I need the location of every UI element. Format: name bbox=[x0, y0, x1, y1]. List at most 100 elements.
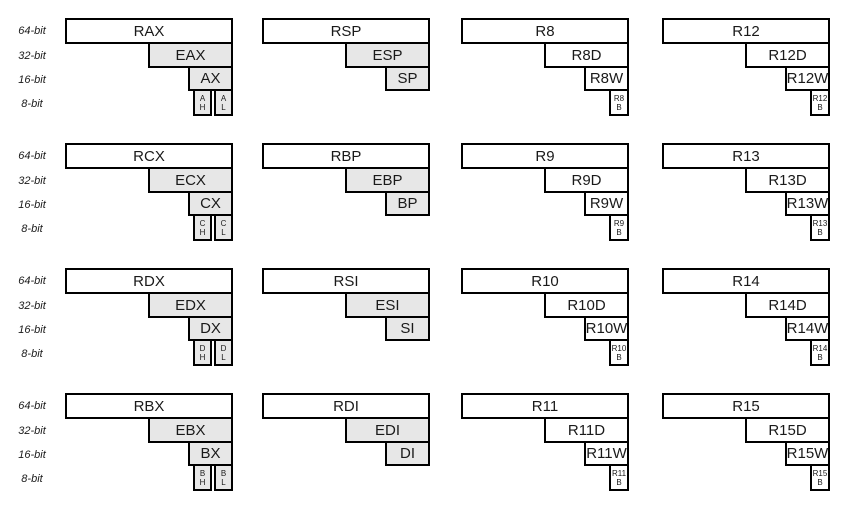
register-box-64bit: R12 bbox=[662, 18, 830, 44]
bit-width-label: 8-bit bbox=[21, 472, 43, 485]
register-box-32bit: R11D bbox=[544, 417, 629, 443]
register-box-16bit: R9W bbox=[584, 191, 629, 216]
register-name: AX bbox=[200, 70, 221, 87]
register-box-16bit: SP bbox=[385, 66, 430, 91]
register-name: DX bbox=[200, 320, 221, 337]
register-name: BP bbox=[397, 195, 418, 212]
register-name-line: H bbox=[199, 102, 206, 112]
register-name-line: B bbox=[817, 227, 823, 237]
register-name: EBX bbox=[175, 421, 206, 439]
register-box-32bit: ESI bbox=[345, 292, 430, 318]
register-name-line: H bbox=[199, 477, 206, 487]
register-name: RSI bbox=[333, 272, 359, 290]
bit-width-label: 8-bit bbox=[21, 347, 43, 360]
register-box-16bit: SI bbox=[385, 316, 430, 341]
register-name: R8 bbox=[535, 22, 555, 40]
register-box-16bit: R12W bbox=[785, 66, 830, 91]
bit-width-label: 32-bit bbox=[18, 425, 46, 437]
register-box-32bit: EAX bbox=[148, 42, 233, 68]
register-box-16bit: R15W bbox=[785, 441, 830, 466]
register-box-64bit: RDI bbox=[262, 393, 430, 419]
register-name: SI bbox=[400, 320, 415, 337]
register-name: R15W bbox=[786, 445, 829, 462]
register-name: R9D bbox=[571, 171, 602, 189]
register-name: RSP bbox=[330, 22, 362, 40]
register-name-line: A bbox=[220, 93, 227, 103]
register-box-16bit: DX bbox=[188, 316, 233, 341]
register-box-16bit: R13W bbox=[785, 191, 830, 216]
bit-width-label: 8-bit bbox=[21, 97, 43, 110]
register-name-line: D bbox=[220, 343, 227, 353]
register-name: R12W bbox=[786, 70, 829, 87]
bit-width-label: 32-bit bbox=[18, 50, 46, 62]
register-box-64bit: R8 bbox=[461, 18, 629, 44]
register-box-32bit: EDX bbox=[148, 292, 233, 318]
register-name-line: R11 bbox=[611, 468, 627, 478]
register-name: R12D bbox=[768, 46, 807, 64]
register-name-line: R12 bbox=[812, 93, 828, 103]
register-box-32bit: R8D bbox=[544, 42, 629, 68]
register-name-line: B bbox=[616, 352, 622, 362]
register-name: R15 bbox=[732, 397, 760, 415]
register-box-32bit: EDI bbox=[345, 417, 430, 443]
register-name-line: D bbox=[199, 343, 206, 353]
register-name-line: R14 bbox=[812, 343, 828, 353]
register-block-rsi: RSI ESI SI bbox=[262, 268, 430, 341]
register-box-64bit: R13 bbox=[662, 143, 830, 169]
register-name: R10W bbox=[585, 320, 628, 337]
register-name: RDI bbox=[333, 397, 359, 415]
register-box-64bit: RCX bbox=[65, 143, 233, 169]
register-name-line: B bbox=[616, 477, 622, 487]
bit-width-label: 16-bit bbox=[18, 198, 46, 211]
register-box-16bit: BP bbox=[385, 191, 430, 216]
register-name: RBP bbox=[330, 147, 362, 165]
register-name-line: A bbox=[199, 93, 206, 103]
register-name: R10D bbox=[567, 296, 606, 314]
register-name-line: R15 bbox=[812, 468, 828, 478]
register-box-64bit: RDX bbox=[65, 268, 233, 294]
register-name: R13W bbox=[786, 195, 829, 212]
register-name-line: H bbox=[199, 227, 206, 237]
register-box-64bit: R15 bbox=[662, 393, 830, 419]
register-name-line: B bbox=[616, 227, 622, 237]
register-name-line: L bbox=[221, 227, 226, 237]
register-box-32bit: R15D bbox=[745, 417, 830, 443]
register-name: R15D bbox=[768, 421, 807, 439]
register-box-16bit: R14W bbox=[785, 316, 830, 341]
register-box-32bit: ESP bbox=[345, 42, 430, 68]
register-block-rbp: RBP EBP BP bbox=[262, 143, 430, 216]
register-name: R9 bbox=[535, 147, 555, 165]
register-box-16bit: R8W bbox=[584, 66, 629, 91]
register-box-32bit: R13D bbox=[745, 167, 830, 193]
register-name: R12 bbox=[732, 22, 760, 40]
register-box-64bit: RSP bbox=[262, 18, 430, 44]
register-box-64bit: RBP bbox=[262, 143, 430, 169]
register-box-32bit: EBP bbox=[345, 167, 430, 193]
register-name: R11W bbox=[586, 445, 627, 462]
register-name: R14D bbox=[768, 296, 807, 314]
